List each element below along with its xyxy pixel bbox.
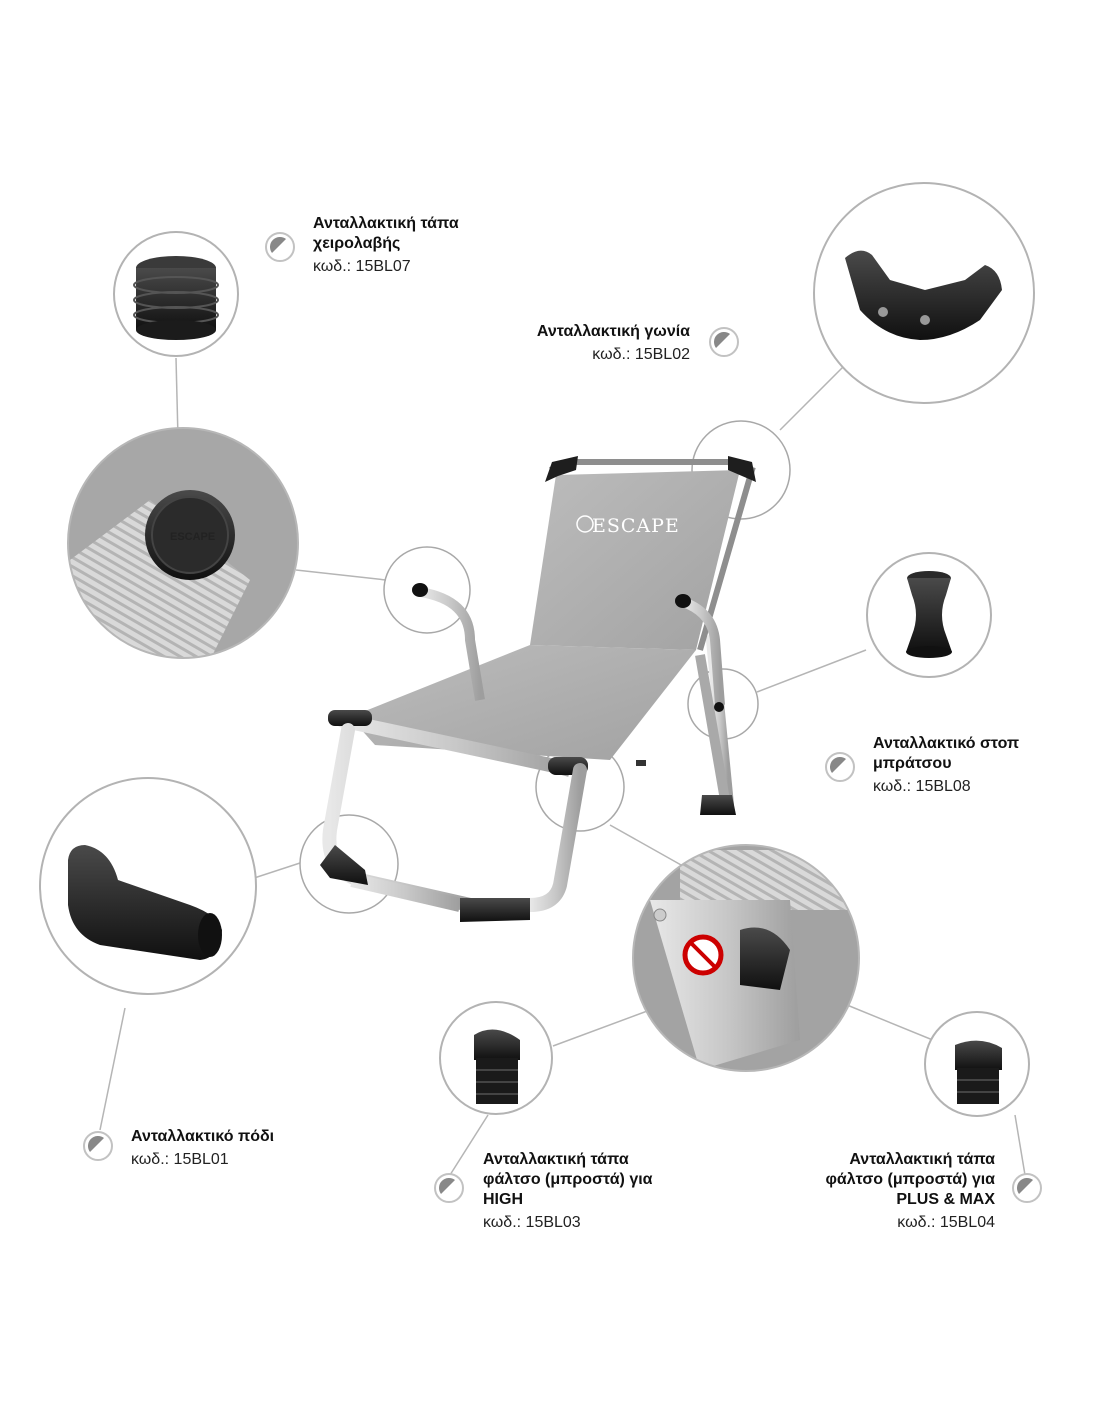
bullet-marker-foot bbox=[83, 1131, 113, 1161]
label-foot-code: κωδ.: 15BL01 bbox=[131, 1151, 229, 1168]
label-front-cap-high-title-2: φάλτσο (μπροστά) για bbox=[483, 1171, 653, 1188]
bullet-marker-arm-stop bbox=[825, 752, 855, 782]
bullet-marker-corner bbox=[709, 327, 739, 357]
bullet-marker-handle-cap bbox=[265, 232, 295, 262]
foot-part-circle bbox=[39, 777, 257, 995]
svg-text:ESCAPE: ESCAPE bbox=[170, 531, 215, 543]
label-front-cap-plus-max-title-3: PLUS & MAX bbox=[896, 1191, 995, 1208]
label-corner-title: Ανταλλακτική γωνία bbox=[536, 323, 690, 340]
label-foot: Ανταλλακτικό πόδι κωδ.: 15BL01 bbox=[131, 1127, 274, 1171]
beach-chair: ESCAPE bbox=[320, 456, 756, 922]
label-arm-stop-code: κωδ.: 15BL08 bbox=[873, 778, 971, 795]
chair-brand-logo: ESCAPE bbox=[592, 515, 680, 537]
label-arm-stop: Ανταλλακτικό στοπ μπράτσου κωδ.: 15BL08 bbox=[873, 734, 1019, 798]
label-handle-cap-code: κωδ.: 15BL07 bbox=[313, 258, 411, 275]
handle-cap-part-circle bbox=[113, 231, 239, 357]
front-cap-plus-max-part-circle bbox=[924, 1011, 1030, 1117]
label-corner: Ανταλλακτική γωνία κωδ.: 15BL02 bbox=[480, 322, 690, 366]
seat-fabric bbox=[350, 645, 696, 760]
corner-part-on-chair bbox=[545, 456, 578, 482]
label-foot-title: Ανταλλακτικό πόδι bbox=[131, 1128, 275, 1145]
label-front-cap-plus-max-title-1: Ανταλλακτική τάπα bbox=[849, 1151, 995, 1168]
label-arm-stop-title-1: Ανταλλακτικό στοπ bbox=[873, 735, 1020, 752]
label-front-cap-plus-max-title-2: φάλτσο (μπροστά) για bbox=[825, 1171, 995, 1188]
label-front-cap-high-title-3: HIGH bbox=[483, 1191, 523, 1208]
label-front-cap-plus-max-code: κωδ.: 15BL04 bbox=[897, 1214, 995, 1231]
bullet-marker-front-cap-high bbox=[434, 1173, 464, 1203]
label-handle-cap: Ανταλλακτική τάπα χειρολαβής κωδ.: 15BL0… bbox=[313, 214, 459, 278]
label-front-cap-high-code: κωδ.: 15BL03 bbox=[483, 1214, 581, 1231]
label-handle-cap-title-1: Ανταλλακτική τάπα bbox=[313, 215, 459, 232]
arm-stop-part-circle bbox=[866, 552, 992, 678]
label-arm-stop-title-2: μπράτσου bbox=[873, 755, 952, 772]
label-front-cap-high: Ανταλλακτική τάπα φάλτσο (μπροστά) για H… bbox=[483, 1150, 653, 1234]
label-front-cap-high-title-1: Ανταλλακτική τάπα bbox=[483, 1151, 629, 1168]
handle-cap-zoom-circle: ESCAPE bbox=[67, 427, 299, 659]
connector-lines bbox=[99, 357, 1026, 1176]
corner-part-circle bbox=[813, 182, 1035, 404]
bullet-marker-front-cap-plus-max bbox=[1012, 1173, 1042, 1203]
label-corner-code: κωδ.: 15BL02 bbox=[592, 346, 690, 363]
bullet-markers bbox=[83, 232, 1042, 1203]
folding-mechanism-zoom-circle bbox=[632, 844, 860, 1072]
label-handle-cap-title-2: χειρολαβής bbox=[313, 235, 401, 252]
label-front-cap-plus-max: Ανταλλακτική τάπα φάλτσο (μπροστά) για P… bbox=[770, 1150, 995, 1234]
front-cap-high-part-circle bbox=[439, 1001, 553, 1115]
foot-part-on-chair bbox=[320, 845, 368, 885]
